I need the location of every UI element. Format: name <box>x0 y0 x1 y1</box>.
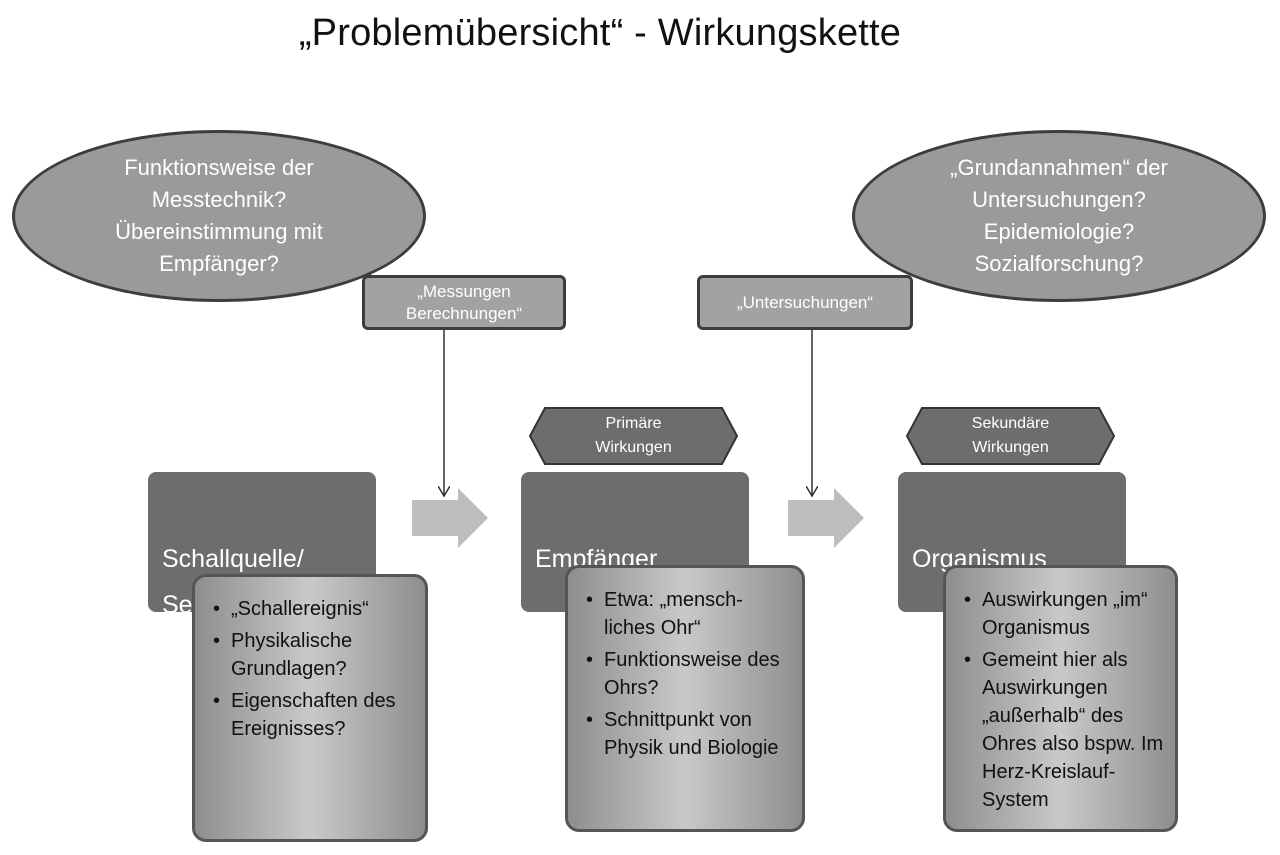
detail-box-empfaenger: Etwa: „mensch-liches Ohr“ Funktionsweise… <box>565 565 805 832</box>
bullet-item: Funktionsweise des Ohrs? <box>586 646 792 702</box>
tag-untersuchungen: „Untersuchungen“ <box>697 275 913 330</box>
hexagon-primary <box>528 407 739 465</box>
bullet-item: Auswirkungen „im“ Organismus <box>964 586 1165 642</box>
bullet-item: Eigenschaften des Ereignisses? <box>213 687 415 743</box>
flow-arrow-1 <box>412 488 488 548</box>
tag-messungen: „Messungen Berechnungen“ <box>362 275 566 330</box>
bullet-item: Physikalische Grundlagen? <box>213 627 415 683</box>
bullet-item: Gemeint hier als Auswirkungen „außerhalb… <box>964 646 1165 814</box>
detail-box-organismus: Auswirkungen „im“ Organismus Gemeint hie… <box>943 565 1178 832</box>
hexagon-secondary <box>905 407 1116 465</box>
flow-arrow-2 <box>788 488 864 548</box>
hex-label-primary: Primäre Wirkungen <box>595 415 672 456</box>
hex-label-secondary: Sekundäre Wirkungen <box>971 415 1050 456</box>
page-title: „Problemübersicht“ - Wirkungskette <box>298 12 902 54</box>
bullet-item: Schnittpunkt von Physik und Biologie <box>586 706 792 762</box>
bullet-item: Etwa: „mensch-liches Ohr“ <box>586 586 792 642</box>
bullet-item: „Schallereignis“ <box>213 595 415 623</box>
detail-box-schallquelle: „Schallereignis“ Physikalische Grundlage… <box>192 574 428 842</box>
ellipse-messtechnik: Funktionsweise der Messtechnik? Übereins… <box>12 130 426 302</box>
ellipse-grundannahmen: „Grundannahmen“ der Untersuchungen? Epid… <box>852 130 1266 302</box>
